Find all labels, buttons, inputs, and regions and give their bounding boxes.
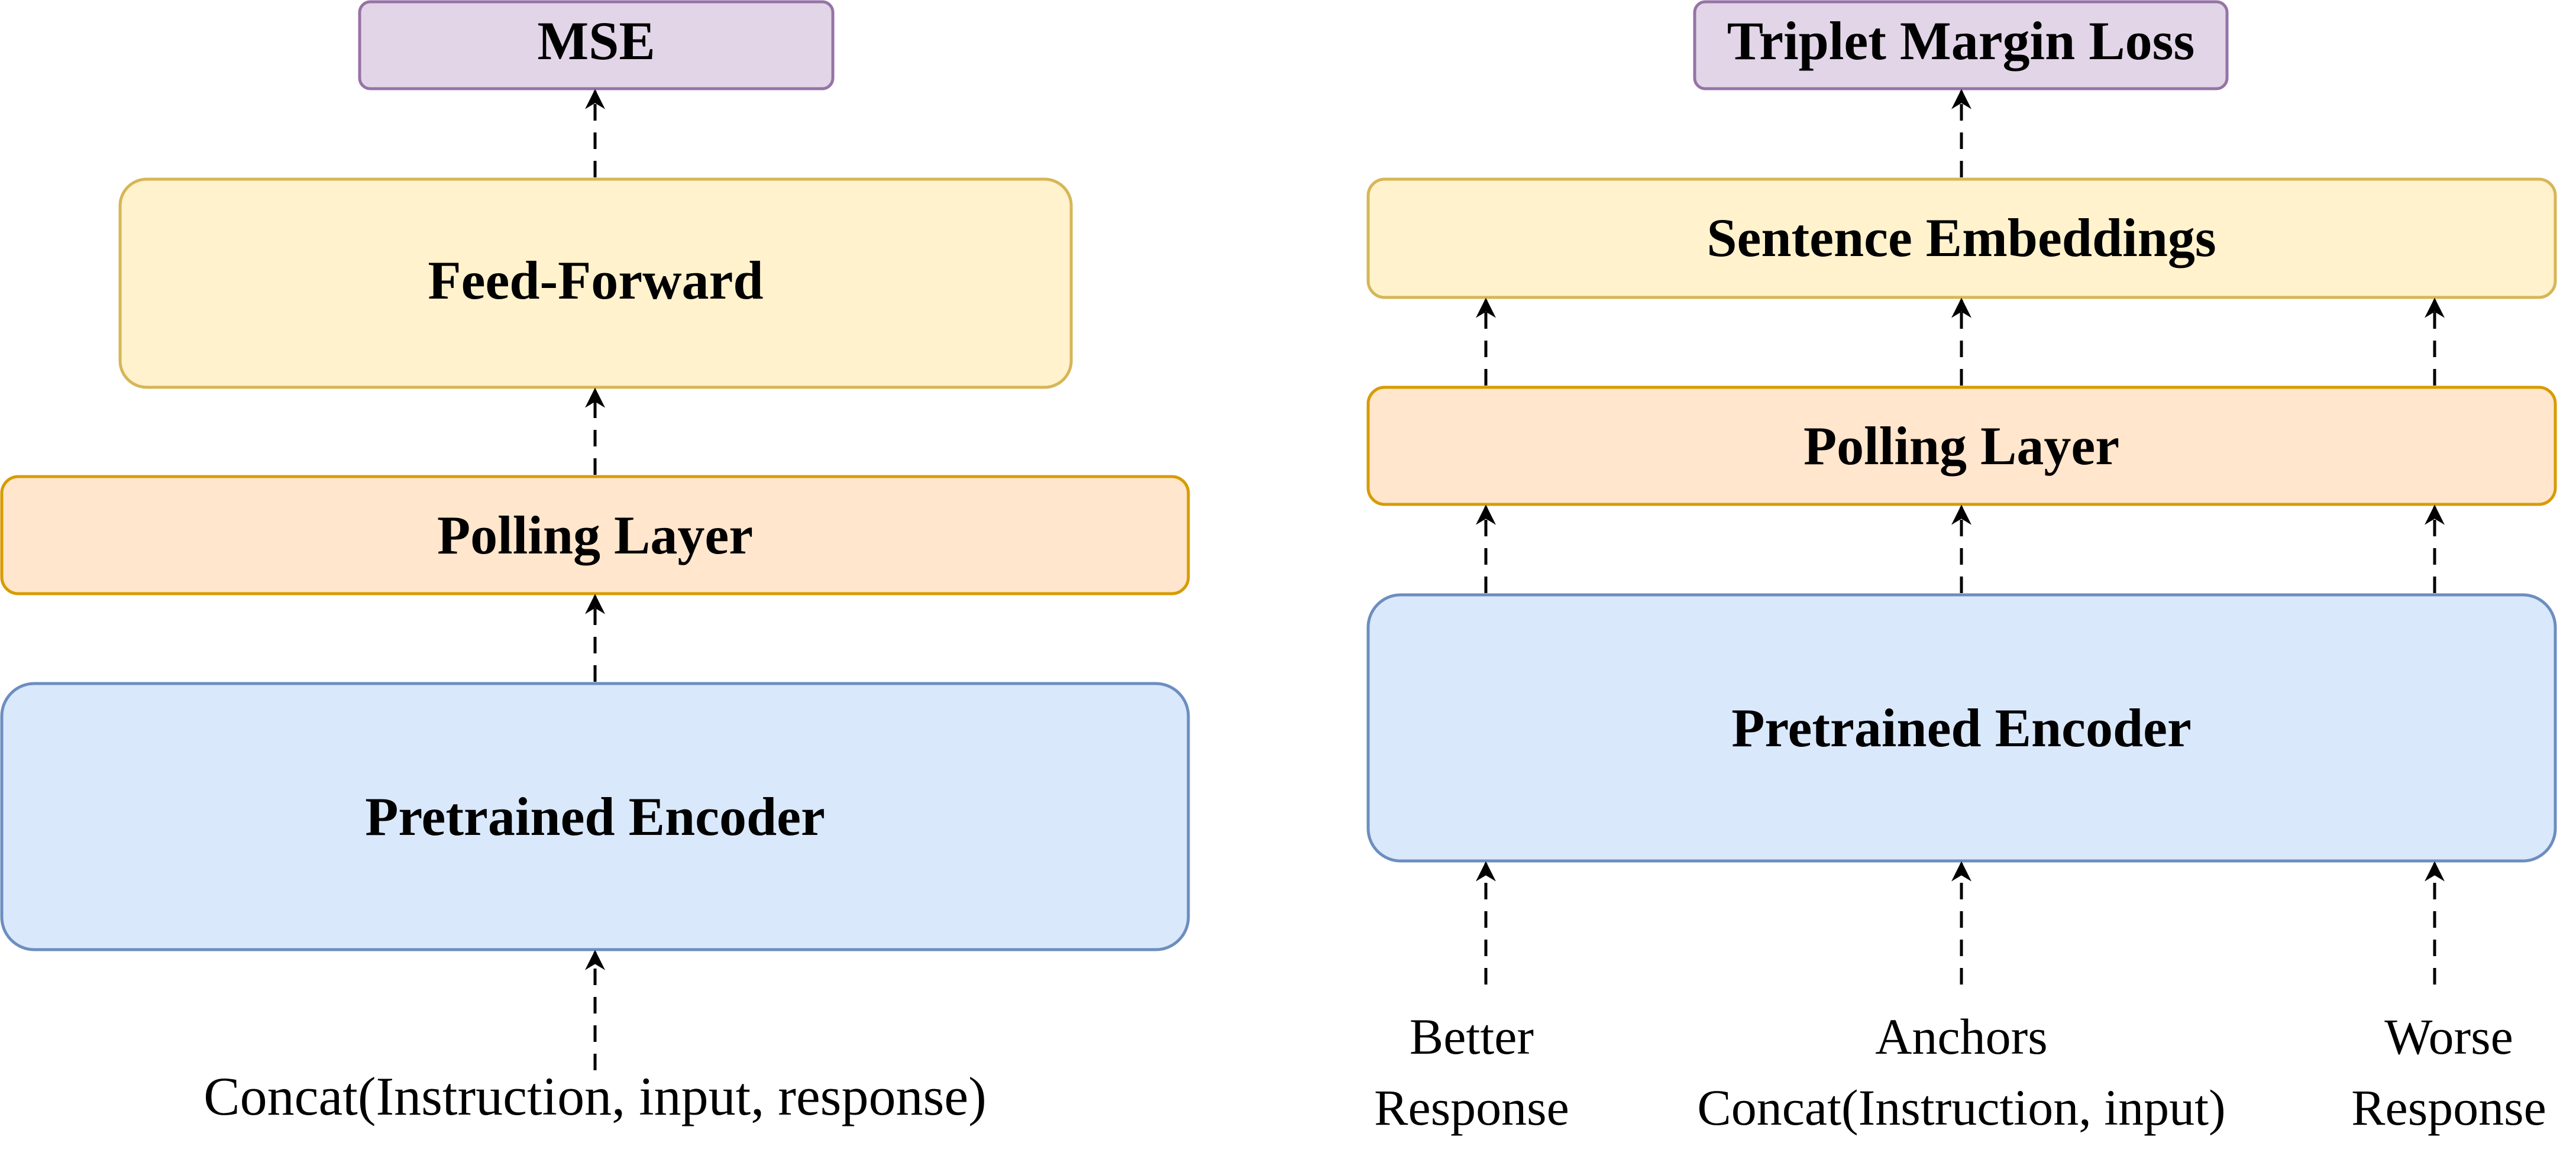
right-input-worse-line2: Response — [2351, 1079, 2546, 1136]
right-embeddings-label: Sentence Embeddings — [1706, 208, 2216, 268]
left-encoder-label: Pretrained Encoder — [365, 786, 825, 847]
left-encoder-box — [0, 682, 1190, 951]
right-input-anchor-line1: Anchors — [1875, 1008, 2047, 1065]
left-pooling-box — [0, 475, 1190, 595]
left-pooling-label: Polling Layer — [437, 505, 753, 565]
left-loss-label: MSE — [537, 11, 655, 71]
left-model: MSE Feed-Forward Polling Layer Pretraine… — [0, 0, 1190, 1126]
left-loss-box — [358, 0, 835, 90]
right-pooling-box — [1366, 386, 2557, 506]
right-encoder-label: Pretrained Encoder — [1731, 698, 2192, 758]
right-embeddings-box — [1366, 177, 2557, 299]
right-loss-box — [1693, 0, 2229, 90]
right-input-better-line2: Response — [1374, 1079, 1569, 1136]
left-input-label: Concat(Instruction, input, response) — [203, 1066, 987, 1126]
right-model: Triplet Margin Loss Sentence Embeddings … — [1366, 0, 2557, 1136]
right-pooling-label: Polling Layer — [1803, 416, 2119, 476]
left-feed-forward-label: Feed-Forward — [428, 250, 763, 310]
right-encoder-box — [1366, 593, 2557, 863]
left-feed-forward-box — [118, 177, 1073, 389]
right-input-anchor-line2: Concat(Instruction, input) — [1697, 1079, 2225, 1136]
right-input-worse-line1: Worse — [2384, 1008, 2513, 1065]
right-input-better-line1: Better — [1410, 1008, 1534, 1065]
right-loss-label: Triplet Margin Loss — [1727, 11, 2195, 71]
